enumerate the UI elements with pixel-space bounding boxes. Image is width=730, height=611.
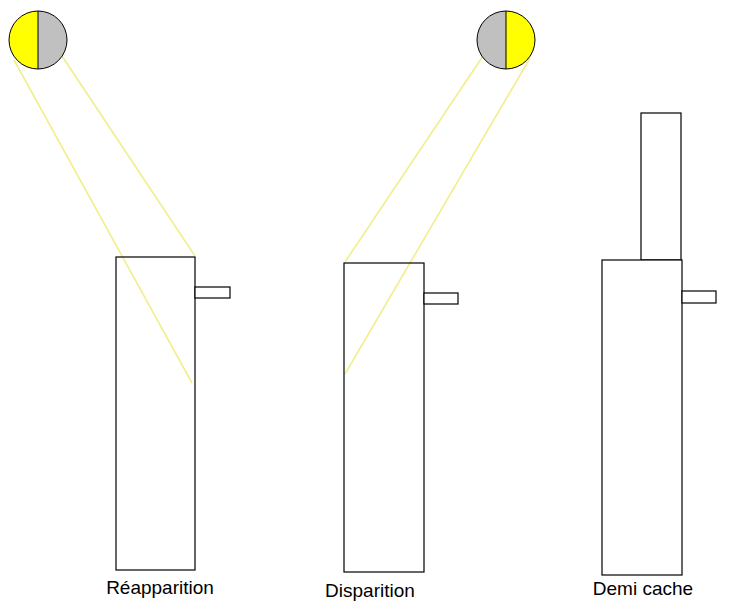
- instruments: [116, 113, 716, 575]
- moon-outline: [477, 11, 535, 69]
- light-ray: [62, 56, 195, 256]
- light-ray: [345, 58, 530, 374]
- tube: [602, 260, 682, 575]
- light-ray: [345, 56, 483, 262]
- lit-half: [506, 11, 535, 69]
- half-cover: [641, 113, 681, 260]
- caption-label: Disparition: [325, 581, 415, 602]
- eyepiece: [424, 293, 458, 304]
- dark-half: [38, 11, 67, 69]
- tube: [116, 257, 195, 570]
- eyepiece: [195, 287, 230, 298]
- dark-half: [477, 11, 506, 69]
- moon-outline: [9, 11, 67, 69]
- lit-half: [9, 11, 38, 69]
- terminator: [38, 11, 39, 69]
- light-ray: [14, 60, 192, 383]
- tube: [344, 263, 424, 572]
- caption-label: Réapparition: [106, 578, 214, 599]
- terminator: [506, 11, 507, 69]
- moon-right: [477, 11, 535, 69]
- moon-left: [9, 11, 67, 69]
- eyepiece: [682, 291, 716, 303]
- caption-label: Demi cache: [593, 579, 693, 600]
- light-rays: [14, 56, 530, 383]
